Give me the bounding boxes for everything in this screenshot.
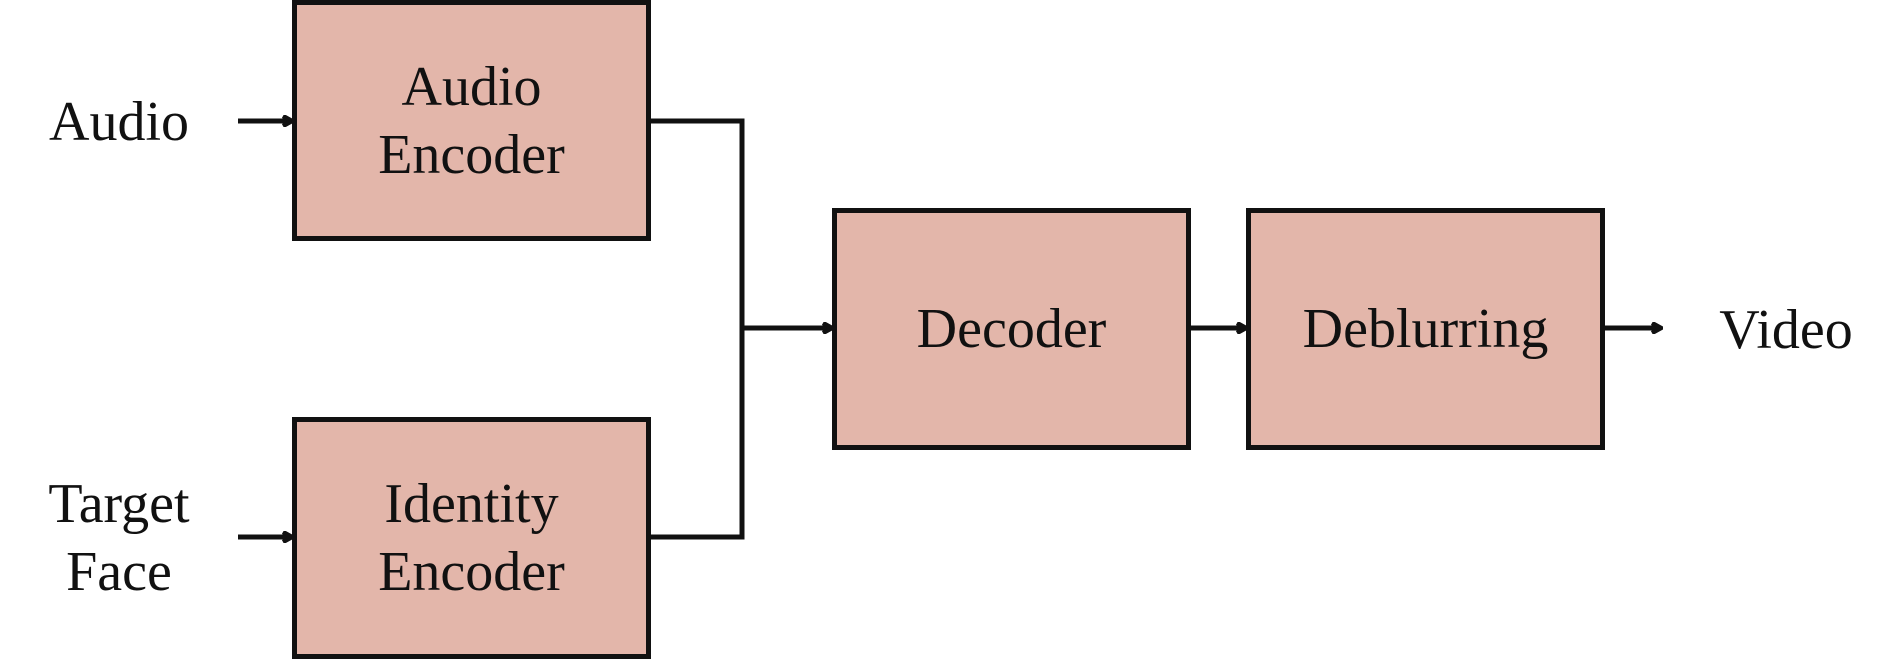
identity-encoder-line-2: Encoder [378,541,565,603]
decoder-text: Decoder [916,298,1107,360]
decoder-block: Decoder [832,208,1191,450]
audio-encoder-line-1: Audio [401,55,542,118]
deblurring-text: Deblurring [1302,298,1549,360]
identity-encoder-block: Identity Encoder [292,417,651,659]
audio-encoder-connector [651,118,745,328]
audio-encoder-block: Audio Encoder [292,0,651,241]
video-output-label: Video [1696,296,1876,364]
deblurring-block: Deblurring [1246,208,1605,450]
video-output-text: Video [1719,299,1853,361]
identity-encoder-line-1: Identity [384,473,559,535]
audio-input-label: Audio [34,88,204,156]
identity-encoder-connector [651,328,745,540]
target-face-line-2: Face [66,541,172,603]
target-face-line-1: Target [48,473,190,535]
audio-input-text: Audio [49,91,189,153]
target-face-input-label: Target Face [34,470,204,606]
audio-encoder-line-2: Encoder [378,123,565,186]
